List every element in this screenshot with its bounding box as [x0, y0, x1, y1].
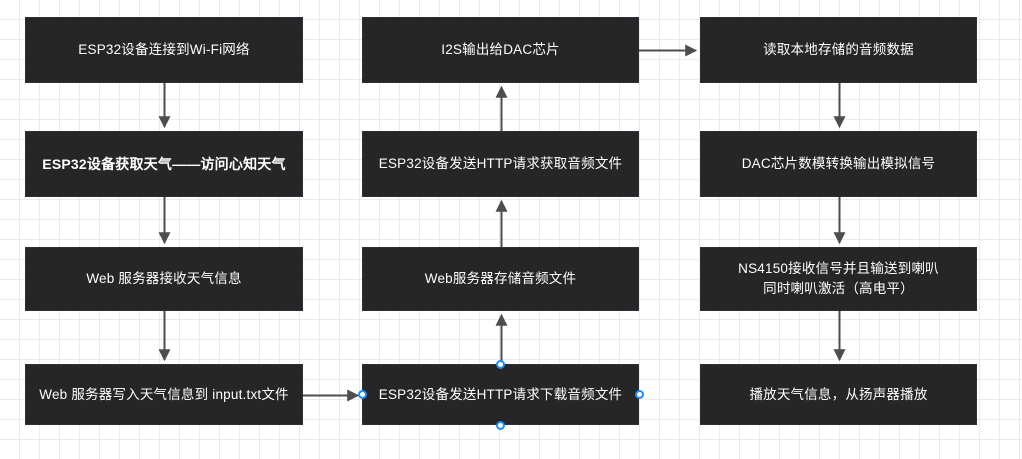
- flow-node-c1r4[interactable]: Web 服务器写入天气信息到 input.txt文件: [25, 364, 303, 425]
- flow-node-label: DAC芯片数模转换输出模拟信号: [741, 156, 936, 172]
- flow-node-label: 播放天气信息，从扬声器播放: [749, 386, 928, 402]
- flow-node-label: ESP32设备发送HTTP请求下载音频文件: [378, 386, 623, 402]
- flow-node-c2r1[interactable]: I2S输出给DAC芯片: [362, 17, 639, 83]
- flow-node-label: 读取本地存储的音频数据: [763, 42, 914, 58]
- flow-node-c3r3[interactable]: NS4150接收信号并且输送到喇叭 同时喇叭激活（高电平）: [700, 247, 977, 311]
- connection-handle-right[interactable]: [634, 390, 644, 399]
- flow-node-label: I2S输出给DAC芯片: [441, 42, 560, 58]
- flow-node-c2r3[interactable]: Web服务器存储音频文件: [362, 247, 639, 311]
- flow-node-c1r3[interactable]: Web 服务器接收天气信息: [25, 247, 303, 311]
- connection-handle-bottom[interactable]: [496, 420, 505, 430]
- flow-node-label: NS4150接收信号并且输送到喇叭 同时喇叭激活（高电平）: [738, 261, 939, 296]
- flow-node-label: Web 服务器写入天气信息到 input.txt文件: [39, 386, 289, 402]
- flow-node-label: ESP32设备获取天气——访问心知天气: [42, 155, 286, 172]
- flow-node-c1r1[interactable]: ESP32设备连接到Wi-Fi网络: [25, 17, 303, 83]
- flow-node-c3r1[interactable]: 读取本地存储的音频数据: [700, 17, 977, 83]
- flow-node-label: Web服务器存储音频文件: [424, 271, 577, 287]
- flow-node-label: ESP32设备连接到Wi-Fi网络: [78, 42, 250, 58]
- flow-node-c2r4[interactable]: ESP32设备发送HTTP请求下载音频文件: [362, 364, 639, 425]
- flow-node-c1r2[interactable]: ESP32设备获取天气——访问心知天气: [25, 131, 303, 197]
- flow-node-label: ESP32设备发送HTTP请求获取音频文件: [378, 156, 623, 172]
- flow-node-c3r2[interactable]: DAC芯片数模转换输出模拟信号: [700, 131, 977, 197]
- connection-handle-left[interactable]: [357, 390, 367, 399]
- flow-node-c2r2[interactable]: ESP32设备发送HTTP请求获取音频文件: [362, 131, 639, 197]
- connection-handle-top[interactable]: [496, 359, 505, 369]
- flow-node-c3r4[interactable]: 播放天气信息，从扬声器播放: [700, 364, 977, 425]
- flow-node-label: Web 服务器接收天气信息: [86, 271, 242, 287]
